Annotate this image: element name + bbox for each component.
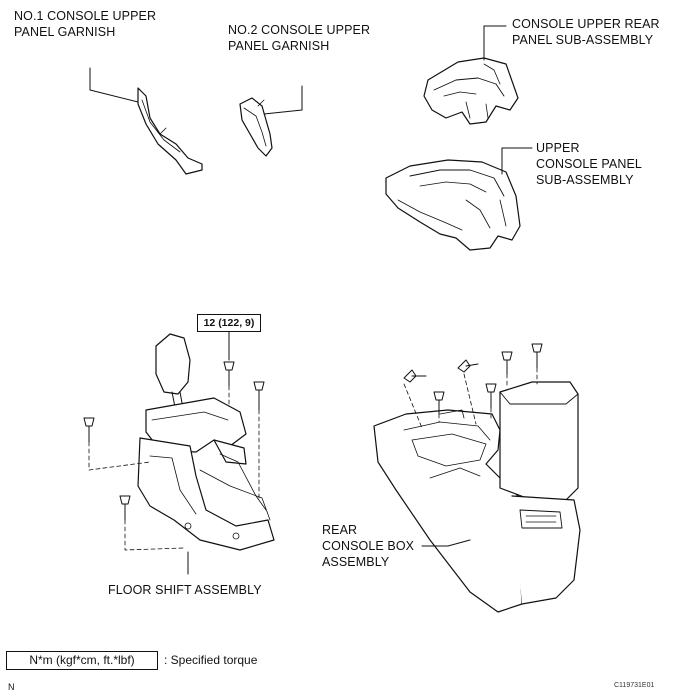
torque-spec-box: 12 (122, 9) [197,314,261,332]
torque-legend-description: : Specified torque [164,653,258,667]
torque-unit-legend-box: N*m (kgf*cm, ft.*lbf) [6,651,158,670]
no1-garnish-leader [89,67,139,103]
rear-box-bolts [403,343,543,415]
rear-box-dash-lines [403,367,538,429]
no2-garnish-leader [263,85,303,115]
label-no1-console-upper-panel-garnish: NO.1 CONSOLE UPPER PANEL GARNISH [14,9,157,39]
no1-garnish-part [137,87,203,175]
floor-shift-bolts [83,361,265,521]
no2-garnish-part [239,97,273,157]
upper-rear-panel-part [423,57,519,125]
upper-console-panel-part [385,159,521,251]
upper-console-panel-leader [501,147,533,175]
label-upper-console-panel: UPPER CONSOLE PANEL SUB-ASSEMBLY [536,141,642,187]
figure-code: C119731E01 [614,682,655,689]
rear-console-box-part [373,381,581,613]
label-rear-console-box-assembly: REAR CONSOLE BOX ASSEMBLY [322,523,415,569]
rear-box-leader [421,539,471,547]
floor-shift-dash-lines [88,385,260,551]
label-no2-console-upper-panel-garnish: NO.2 CONSOLE UPPER PANEL GARNISH [228,23,371,53]
corner-mark: N [8,682,15,692]
label-floor-shift-assembly: FLOOR SHIFT ASSEMBLY [108,583,262,597]
floor-shift-part [137,333,275,551]
label-console-upper-rear-panel: CONSOLE UPPER REAR PANEL SUB-ASSEMBLY [512,17,660,47]
upper-rear-panel-leader [483,25,507,61]
